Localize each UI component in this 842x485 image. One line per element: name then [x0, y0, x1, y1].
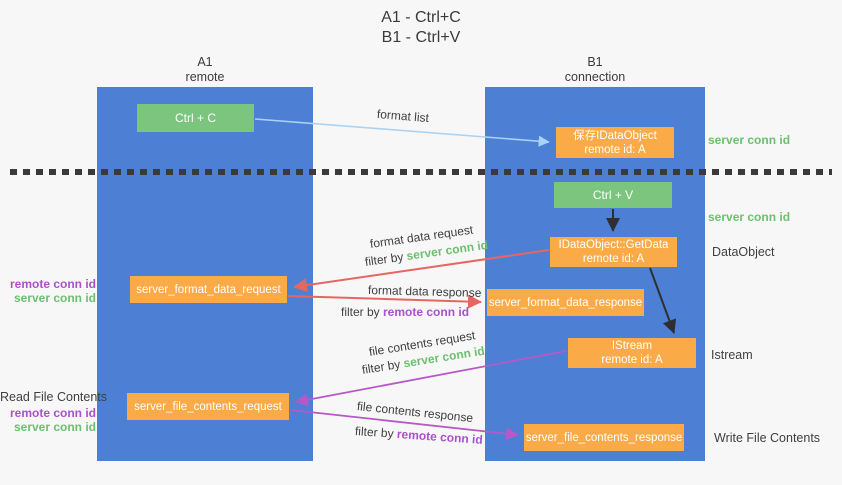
write-file-contents-label: Write File Contents: [714, 431, 821, 445]
title-line-1: A1 - Ctrl+C: [381, 9, 461, 26]
column-header-b1: B1 connection: [485, 55, 705, 85]
label-filter-by-remote-conn-id-1: filter by remote conn id: [341, 305, 469, 319]
node-getdata-line1: IDataObject::GetData: [558, 239, 669, 251]
column-b1-name: B1: [587, 55, 603, 69]
server-conn-id-label: server conn id: [13, 291, 96, 305]
node-idataobject-getdata: IDataObject::GetData remote id: A: [550, 237, 677, 267]
arrow-file-contents-request: [295, 350, 567, 407]
read-file-contents-label: Read File Contents: [0, 390, 108, 404]
node-server-format-data-response: server_format_data_response: [487, 289, 644, 316]
arrow-format-data-request: [293, 249, 550, 293]
title-line-2: B1 - Ctrl+V: [381, 29, 461, 46]
node-save-idataobject-line1: 保存IDataObject: [573, 129, 657, 142]
server-conn-id-label: server conn id: [13, 420, 96, 434]
node-server-file-contents-request-label: server_file_contents_request: [134, 400, 282, 413]
node-server-format-data-request-label: server_format_data_request: [136, 283, 281, 296]
node-server-format-data-request: server_format_data_request: [130, 276, 287, 303]
remote-conn-id-label: remote conn id: [9, 277, 96, 291]
server-conn-id-label-mid: server conn id: [708, 210, 791, 224]
node-server-format-data-response-label: server_format_data_response: [488, 296, 643, 309]
remote-conn-id-text: remote conn id: [383, 305, 470, 319]
node-server-file-contents-request: server_file_contents_request: [127, 393, 289, 420]
arrow-getdata-to-istream: [649, 267, 677, 334]
left-conn-ids-file: remote conn id server conn id: [0, 406, 96, 434]
column-a1-name: A1: [197, 55, 213, 69]
node-server-file-contents-response: server_file_contents_response: [524, 424, 684, 451]
filter-by-text: filter by: [354, 424, 398, 441]
column-a1-subtitle: remote: [185, 70, 225, 84]
arrow-format-data-response: [287, 294, 482, 309]
arrow-file-contents-response: [290, 409, 519, 440]
remote-conn-id-label: remote conn id: [9, 406, 96, 420]
node-ctrl-v: Ctrl + V: [554, 182, 672, 208]
column-b1-subtitle: connection: [564, 70, 626, 84]
node-server-file-contents-response-label: server_file_contents_response: [525, 431, 683, 444]
node-istream-line2: remote id: A: [601, 354, 663, 366]
diagram-title: A1 - Ctrl+C B1 - Ctrl+V: [0, 8, 842, 48]
node-istream-line1: IStream: [611, 340, 653, 352]
server-conn-id-label-top: server conn id: [708, 133, 791, 147]
node-save-idataobject: 保存IDataObject remote id: A: [556, 127, 674, 158]
session-divider-dotted-line: [10, 169, 832, 175]
filter-by-text: filter by: [341, 305, 384, 319]
label-format-data-response: format data response: [367, 283, 482, 300]
node-save-idataobject-line2: remote id: A: [584, 143, 646, 156]
left-conn-ids-format: remote conn id server conn id: [0, 277, 96, 305]
node-ctrl-c: Ctrl + C: [137, 104, 254, 132]
node-istream: IStream remote id: A: [568, 338, 696, 368]
istream-label: Istream: [711, 348, 753, 362]
dataobject-label: DataObject: [712, 245, 775, 259]
node-ctrl-c-label: Ctrl + C: [174, 111, 216, 125]
node-getdata-line2: remote id: A: [582, 253, 645, 265]
arrow-format-list: [254, 118, 550, 147]
node-ctrl-v-label: Ctrl + V: [592, 188, 634, 202]
column-header-a1: A1 remote: [97, 55, 313, 85]
